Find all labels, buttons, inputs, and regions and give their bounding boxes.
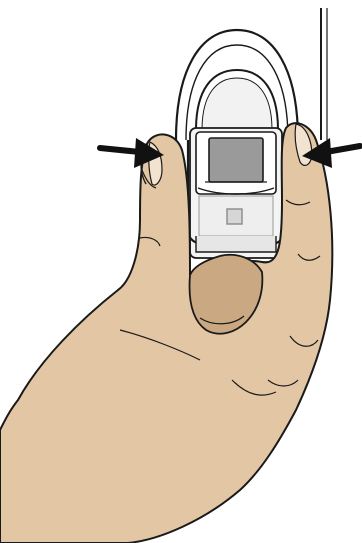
square-button-icon: [227, 209, 242, 224]
hand: [0, 123, 332, 543]
device-housing: [176, 30, 298, 140]
device-cord: [321, 8, 327, 140]
device-screen: [209, 138, 263, 182]
